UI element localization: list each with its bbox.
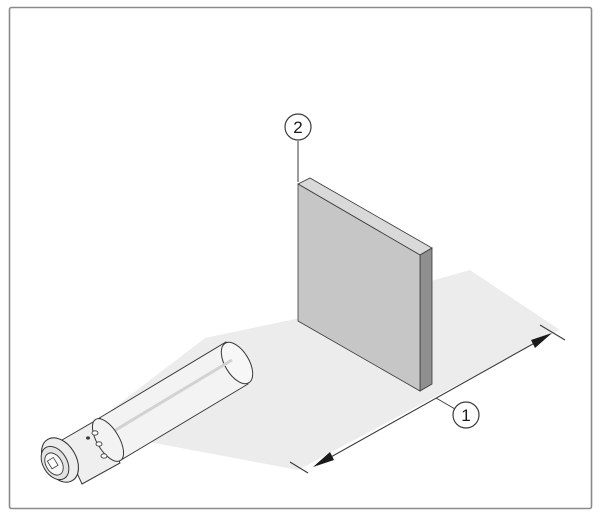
sensor-vent-hole — [95, 441, 103, 447]
target-plate — [297, 177, 433, 392]
cylindrical-sensor — [40, 341, 254, 485]
dimension-extension-left — [289, 461, 309, 474]
sensor-vent-hole — [91, 430, 99, 436]
dimension-arrow-left — [313, 452, 334, 467]
sensor-plug-pin — [46, 456, 59, 470]
callout-1-label: 1 — [461, 406, 470, 425]
callout-2-label: 2 — [293, 118, 302, 137]
callout-2-circle — [284, 113, 312, 141]
sensor-vent-hole — [86, 436, 90, 440]
sensor-sensing-face — [220, 341, 254, 385]
sensor-tube-shading — [103, 358, 233, 439]
target-plate-side — [419, 247, 433, 392]
dimension-arrow-right — [531, 333, 552, 348]
measuring-range-dimension — [289, 324, 566, 474]
callout-1-leader — [435, 397, 456, 410]
detection-field — [85, 270, 560, 470]
callout-1-circle — [452, 401, 480, 429]
sensor-vent-hole — [100, 453, 108, 459]
target-plate-front — [297, 183, 421, 392]
dimension-extension-right — [539, 324, 566, 341]
dimension-line — [321, 339, 541, 463]
